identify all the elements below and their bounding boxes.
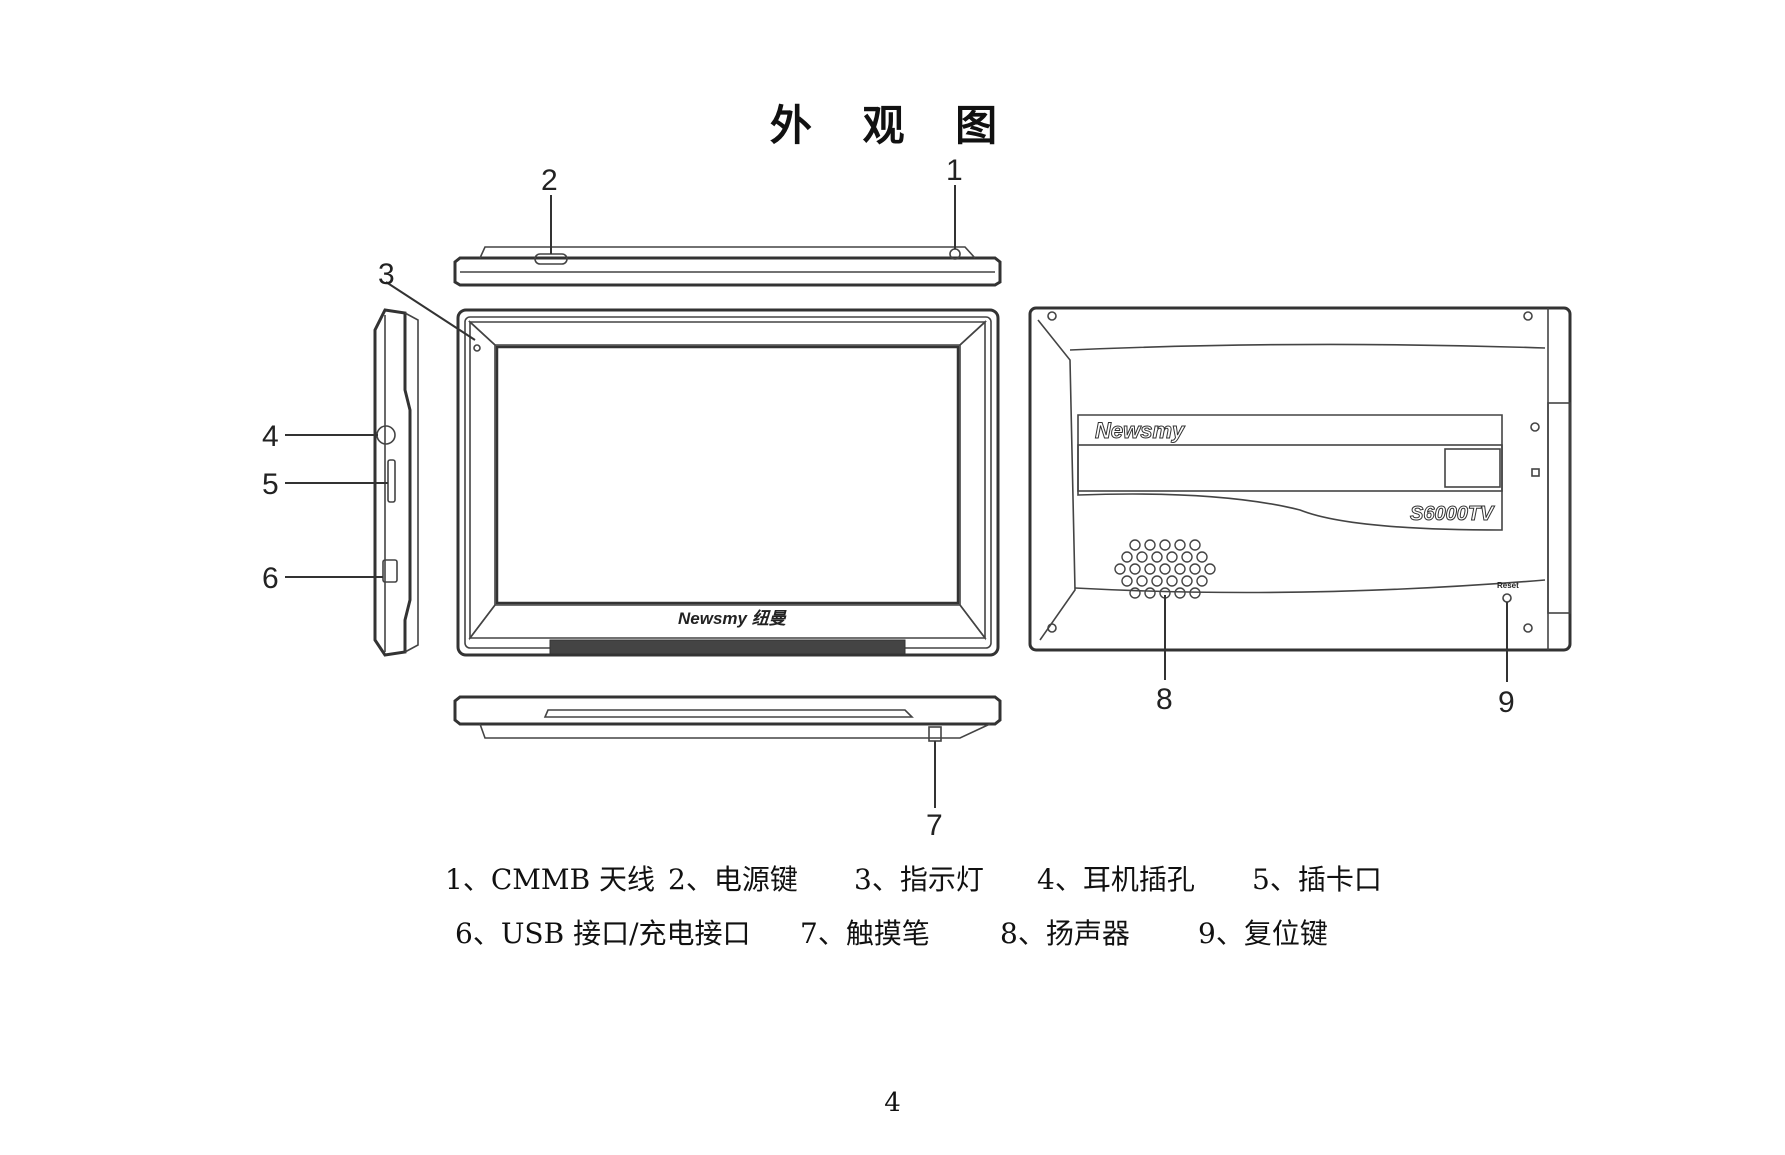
callout-8: 8 — [1156, 683, 1173, 716]
legend-item-1: 1、CMMB 天线 — [445, 863, 656, 896]
callout-4: 4 — [262, 420, 279, 453]
legend-row-1: 1、CMMB 天线 2、电源键 3、指示灯 4、耳机插孔 5、插卡口 — [445, 858, 1382, 898]
page-number: 4 — [884, 1088, 901, 1118]
legend-item-6: 6、USB 接口/充电接口 — [455, 917, 751, 950]
callout-1: 1 — [946, 154, 963, 187]
legend-item-5: 5、插卡口 — [1252, 863, 1382, 896]
callout-2: 2 — [541, 164, 558, 197]
back-logo: Newsmy — [1095, 418, 1186, 443]
speaker-grille — [1114, 539, 1216, 599]
callout-5: 5 — [262, 468, 279, 501]
callout-9: 9 — [1498, 686, 1515, 719]
page-title: 外 观 图 — [769, 101, 1016, 150]
callout-3: 3 — [378, 258, 395, 291]
callout-7: 7 — [926, 809, 943, 842]
top-view — [453, 246, 1002, 287]
legend-item-7: 7、触摸笔 — [800, 917, 930, 950]
legend-item-4: 4、耳机插孔 — [1037, 863, 1195, 896]
reset-label: Reset — [1497, 581, 1519, 590]
legend-item-8: 8、扬声器 — [1000, 917, 1130, 950]
front-view — [456, 308, 1000, 657]
callout-6: 6 — [262, 562, 279, 595]
legend-row-2: 6、USB 接口/充电接口 7、触摸笔 8、扬声器 9、复位键 — [455, 912, 1328, 952]
callout-line-3 — [385, 281, 476, 341]
back-view — [1028, 306, 1572, 652]
back-model: S6000TV — [1410, 503, 1495, 525]
legend-item-9: 9、复位键 — [1198, 917, 1328, 950]
legend-item-3: 3、指示灯 — [854, 863, 984, 896]
legend-item-2: 2、电源键 — [668, 863, 798, 896]
side-view — [373, 308, 419, 657]
front-logo: Newsmy 纽曼 — [678, 609, 787, 628]
bottom-view — [453, 695, 1002, 742]
